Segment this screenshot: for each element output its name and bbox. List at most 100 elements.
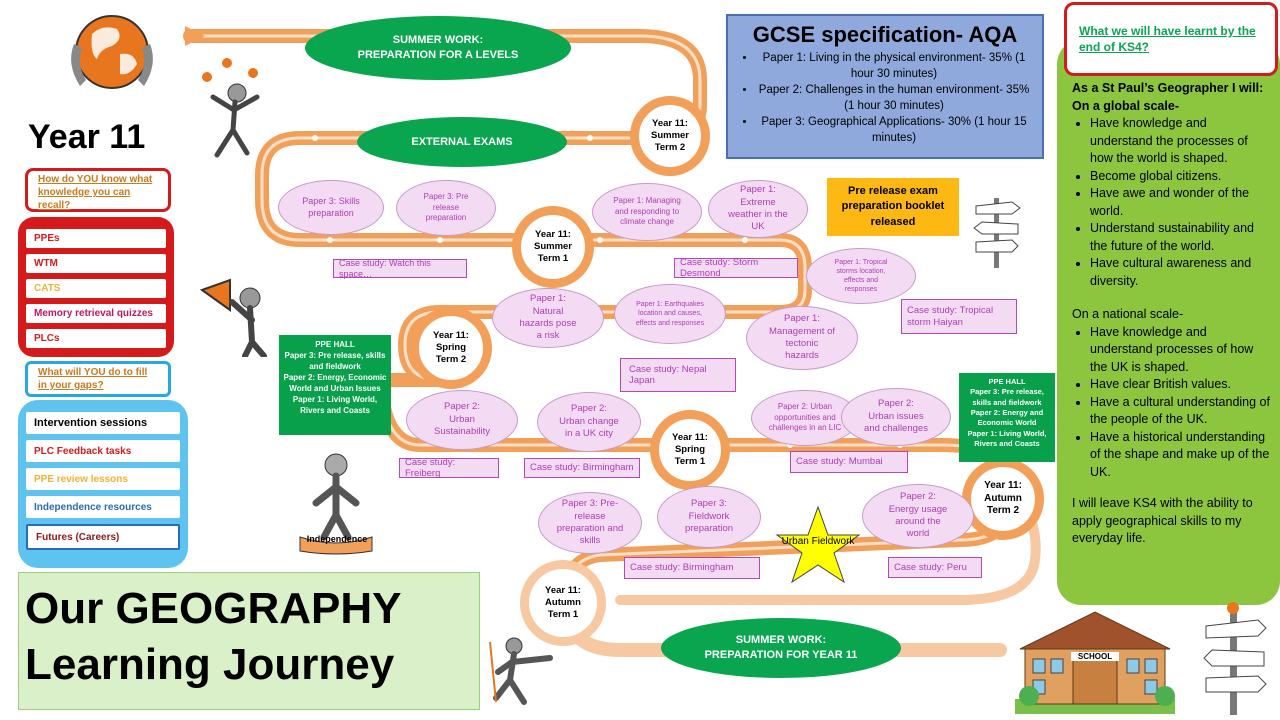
gaps-item-plc-feedback[interactable]: PLC Feedback tasks (26, 440, 180, 462)
bubble-natural-hazards: Paper 1: Natural hazards pose a risk (492, 288, 604, 348)
gaps-item-label: PPE review lessons (34, 473, 128, 485)
bubble-skills-preparation: Paper 3: Skills preparation (278, 180, 384, 235)
term-spring-1: Year 11: Spring Term 1 (650, 410, 730, 490)
title-line-2: Learning Journey (25, 639, 395, 689)
recall-item-label: WTM (34, 258, 58, 269)
ks4-global-heading: On a global scale- (1072, 98, 1179, 113)
bubble-tropical-storms: Paper 1: Tropical storms location, effec… (806, 248, 916, 304)
globe-hands-icon (62, 4, 162, 104)
bubble-energy: Paper 2: Energy usage around the world (862, 484, 974, 548)
recall-question-link[interactable]: How do YOU know what knowledge you can r… (25, 168, 171, 212)
summer-work-alevels-pill: SUMMER WORK: PREPARATION FOR A LEVELS (305, 16, 571, 80)
bubble-tectonic-hazards: Paper 1: Management of tectonic hazards (746, 306, 858, 370)
bubble-urban-change: Paper 2: Urban change in a UK city (537, 392, 641, 452)
megaphone-figure-icon (190, 272, 280, 359)
case-birmingham-2: Case study: Birmingham (624, 557, 760, 579)
spec-item: Paper 3: Geographical Applications- 30% … (756, 114, 1032, 146)
gaps-item-intervention[interactable]: Intervention sessions (26, 412, 180, 434)
school-building-icon: SCHOOL (1015, 604, 1175, 714)
title-box: Our GEOGRAPHY Learning Journey (18, 572, 480, 710)
recall-item-label: Memory retrieval quizzes (34, 308, 153, 319)
bubble-climate-change: Paper 1: Managing and responding to clim… (592, 183, 702, 241)
gaps-question-link[interactable]: What will YOU do to fill in your gaps? (25, 361, 171, 397)
juggler-figure-icon (195, 55, 275, 160)
recall-item-ppes[interactable]: PPEs (26, 229, 166, 248)
bubble-earthquakes: Paper 1: Earthquakes location and causes… (614, 284, 726, 344)
ks4-national-heading: On a national scale- (1072, 307, 1184, 321)
gaps-panel: Intervention sessions PLC Feedback tasks… (18, 400, 188, 568)
recall-item-label: CATS (34, 283, 61, 294)
gaps-item-label: Futures (Careers) (36, 531, 120, 543)
term-autumn-2: Year 11: Autumn Term 2 (962, 458, 1044, 540)
ks4-global-item: Become global citizens. (1090, 168, 1270, 186)
spec-title: GCSE specification- AQA (752, 22, 1018, 47)
bubble-extreme-weather: Paper 1: Extreme weather in the UK (708, 180, 808, 238)
title-line-1: Our GEOGRAPHY (25, 584, 402, 633)
ks4-panel: As a St Paul’s Geographer I will: On a g… (1057, 40, 1280, 605)
case-watch-this-space: Case study: Watch this space… (333, 258, 467, 279)
recall-item-plcs[interactable]: PLCs (26, 329, 166, 348)
case-birmingham-1: Case study: Birmingham (524, 458, 640, 478)
urban-fieldwork-star: Urban Fieldwork (773, 505, 863, 585)
summer-work-year11-pill: SUMMER WORK: PREPARATION FOR YEAR 11 (661, 618, 901, 678)
bubble-urban-issues: Paper 2: Urban issues and challenges (841, 388, 951, 446)
recall-item-label: PLCs (34, 333, 60, 344)
ks4-national-item: Have knowledge and understand processes … (1090, 324, 1270, 377)
case-storm-desmond: Case study: Storm Desmond (674, 257, 798, 279)
independence-label: Independence (306, 534, 368, 544)
gaps-item-independence[interactable]: Independence resources (26, 496, 180, 518)
spec-item: Paper 2: Challenges in the human environ… (756, 82, 1032, 114)
bubble-fieldwork: Paper 3: Fieldwork preparation (657, 486, 761, 548)
signpost-icon (972, 192, 1022, 270)
gaps-item-label: Intervention sessions (34, 417, 148, 429)
star-label: Urban Fieldwork (781, 536, 855, 547)
signpost-question-icon (1200, 600, 1270, 715)
ks4-national-item: Have a cultural understanding of the peo… (1090, 394, 1270, 429)
term-autumn-1: Year 11: Autumn Term 1 (520, 560, 606, 646)
ppe-hall-right-title: PPE HALL (988, 377, 1026, 386)
ks4-global-item: Understand sustainability and the future… (1090, 220, 1270, 255)
year-heading: Year 11 (28, 118, 146, 156)
case-tropical-storm-haiyan: Case study: Tropical storm Haiyan (901, 299, 1017, 334)
ppe-hall-left-line: Paper 2: Energy, Economic World and Urba… (283, 373, 387, 394)
gaps-item-label: PLC Feedback tasks (34, 445, 132, 457)
external-exams-pill: EXTERNAL EXAMS (357, 117, 567, 167)
ks4-global-item: Have cultural awareness and diversity. (1090, 255, 1270, 290)
ppe-hall-left: PPE HALL Paper 3: Pre release, skills an… (279, 335, 391, 435)
ks4-national-item: Have clear British values. (1090, 376, 1270, 394)
case-freiberg: Case study: Freiberg (399, 457, 499, 479)
term-summer-1: Year 11: Summer Term 1 (512, 206, 594, 288)
ks4-question-link[interactable]: What we will have learnt by the end of K… (1064, 2, 1278, 76)
recall-item-label: PPEs (34, 233, 60, 244)
ppe-hall-left-line: Paper 1: Living World, Rivers and Coasts (292, 395, 378, 416)
term-spring-2: Year 11: Spring Term 2 (410, 307, 492, 389)
ppe-hall-left-title: PPE HALL (315, 340, 355, 349)
recall-item-quizzes[interactable]: Memory retrieval quizzes (26, 304, 166, 323)
bubble-prerelease-top: Paper 3: Pre release preparation (396, 180, 496, 236)
gaps-item-ppe-review[interactable]: PPE review lessons (26, 468, 180, 490)
ks4-national-item: Have a historical understanding of the s… (1090, 429, 1270, 482)
ppe-hall-right-line: Paper 2: Energy and Economic World (970, 408, 1044, 428)
ppe-hall-right-line: Paper 1: Living World, Rivers and Coasts (967, 428, 1047, 449)
road-arrow (185, 26, 205, 46)
case-mumbai: Case study: Mumbai (790, 451, 908, 473)
prerelease-booklet-box: Pre release exam preparation booklet rel… (827, 178, 959, 236)
ppe-hall-right-line: Paper 3: Pre release, skills and fieldwo… (970, 387, 1044, 407)
independence-figure-icon: Independence (290, 445, 382, 557)
ks4-closing: I will leave KS4 with the ability to app… (1072, 496, 1253, 545)
school-sign: SCHOOL (1071, 652, 1119, 661)
recall-item-wtm[interactable]: WTM (26, 254, 166, 273)
bubble-prerelease-skills: Paper 3: Pre-release preparation and ski… (538, 492, 642, 554)
case-peru: Case study: Peru (888, 557, 982, 578)
recall-item-cats[interactable]: CATS (26, 279, 166, 298)
gaps-item-futures[interactable]: Futures (Careers) (26, 524, 180, 550)
spec-item: Paper 1: Living in the physical environm… (756, 50, 1032, 82)
gaps-item-label: Independence resources (34, 501, 152, 513)
bubble-urban-sustainability: Paper 2: Urban Sustainability (406, 390, 518, 450)
case-nepal-japan: Case study: Nepal Japan (620, 358, 736, 392)
ppe-hall-left-line: Paper 3: Pre release, skills and fieldwo… (284, 351, 386, 372)
term-summer-2: Year 11: Summer Term 2 (630, 96, 710, 176)
recall-panel: PPEs WTM CATS Memory retrieval quizzes P… (18, 217, 174, 357)
ks4-intro: As a St Paul’s Geographer I will: (1072, 81, 1264, 95)
running-figure-icon (488, 632, 563, 707)
